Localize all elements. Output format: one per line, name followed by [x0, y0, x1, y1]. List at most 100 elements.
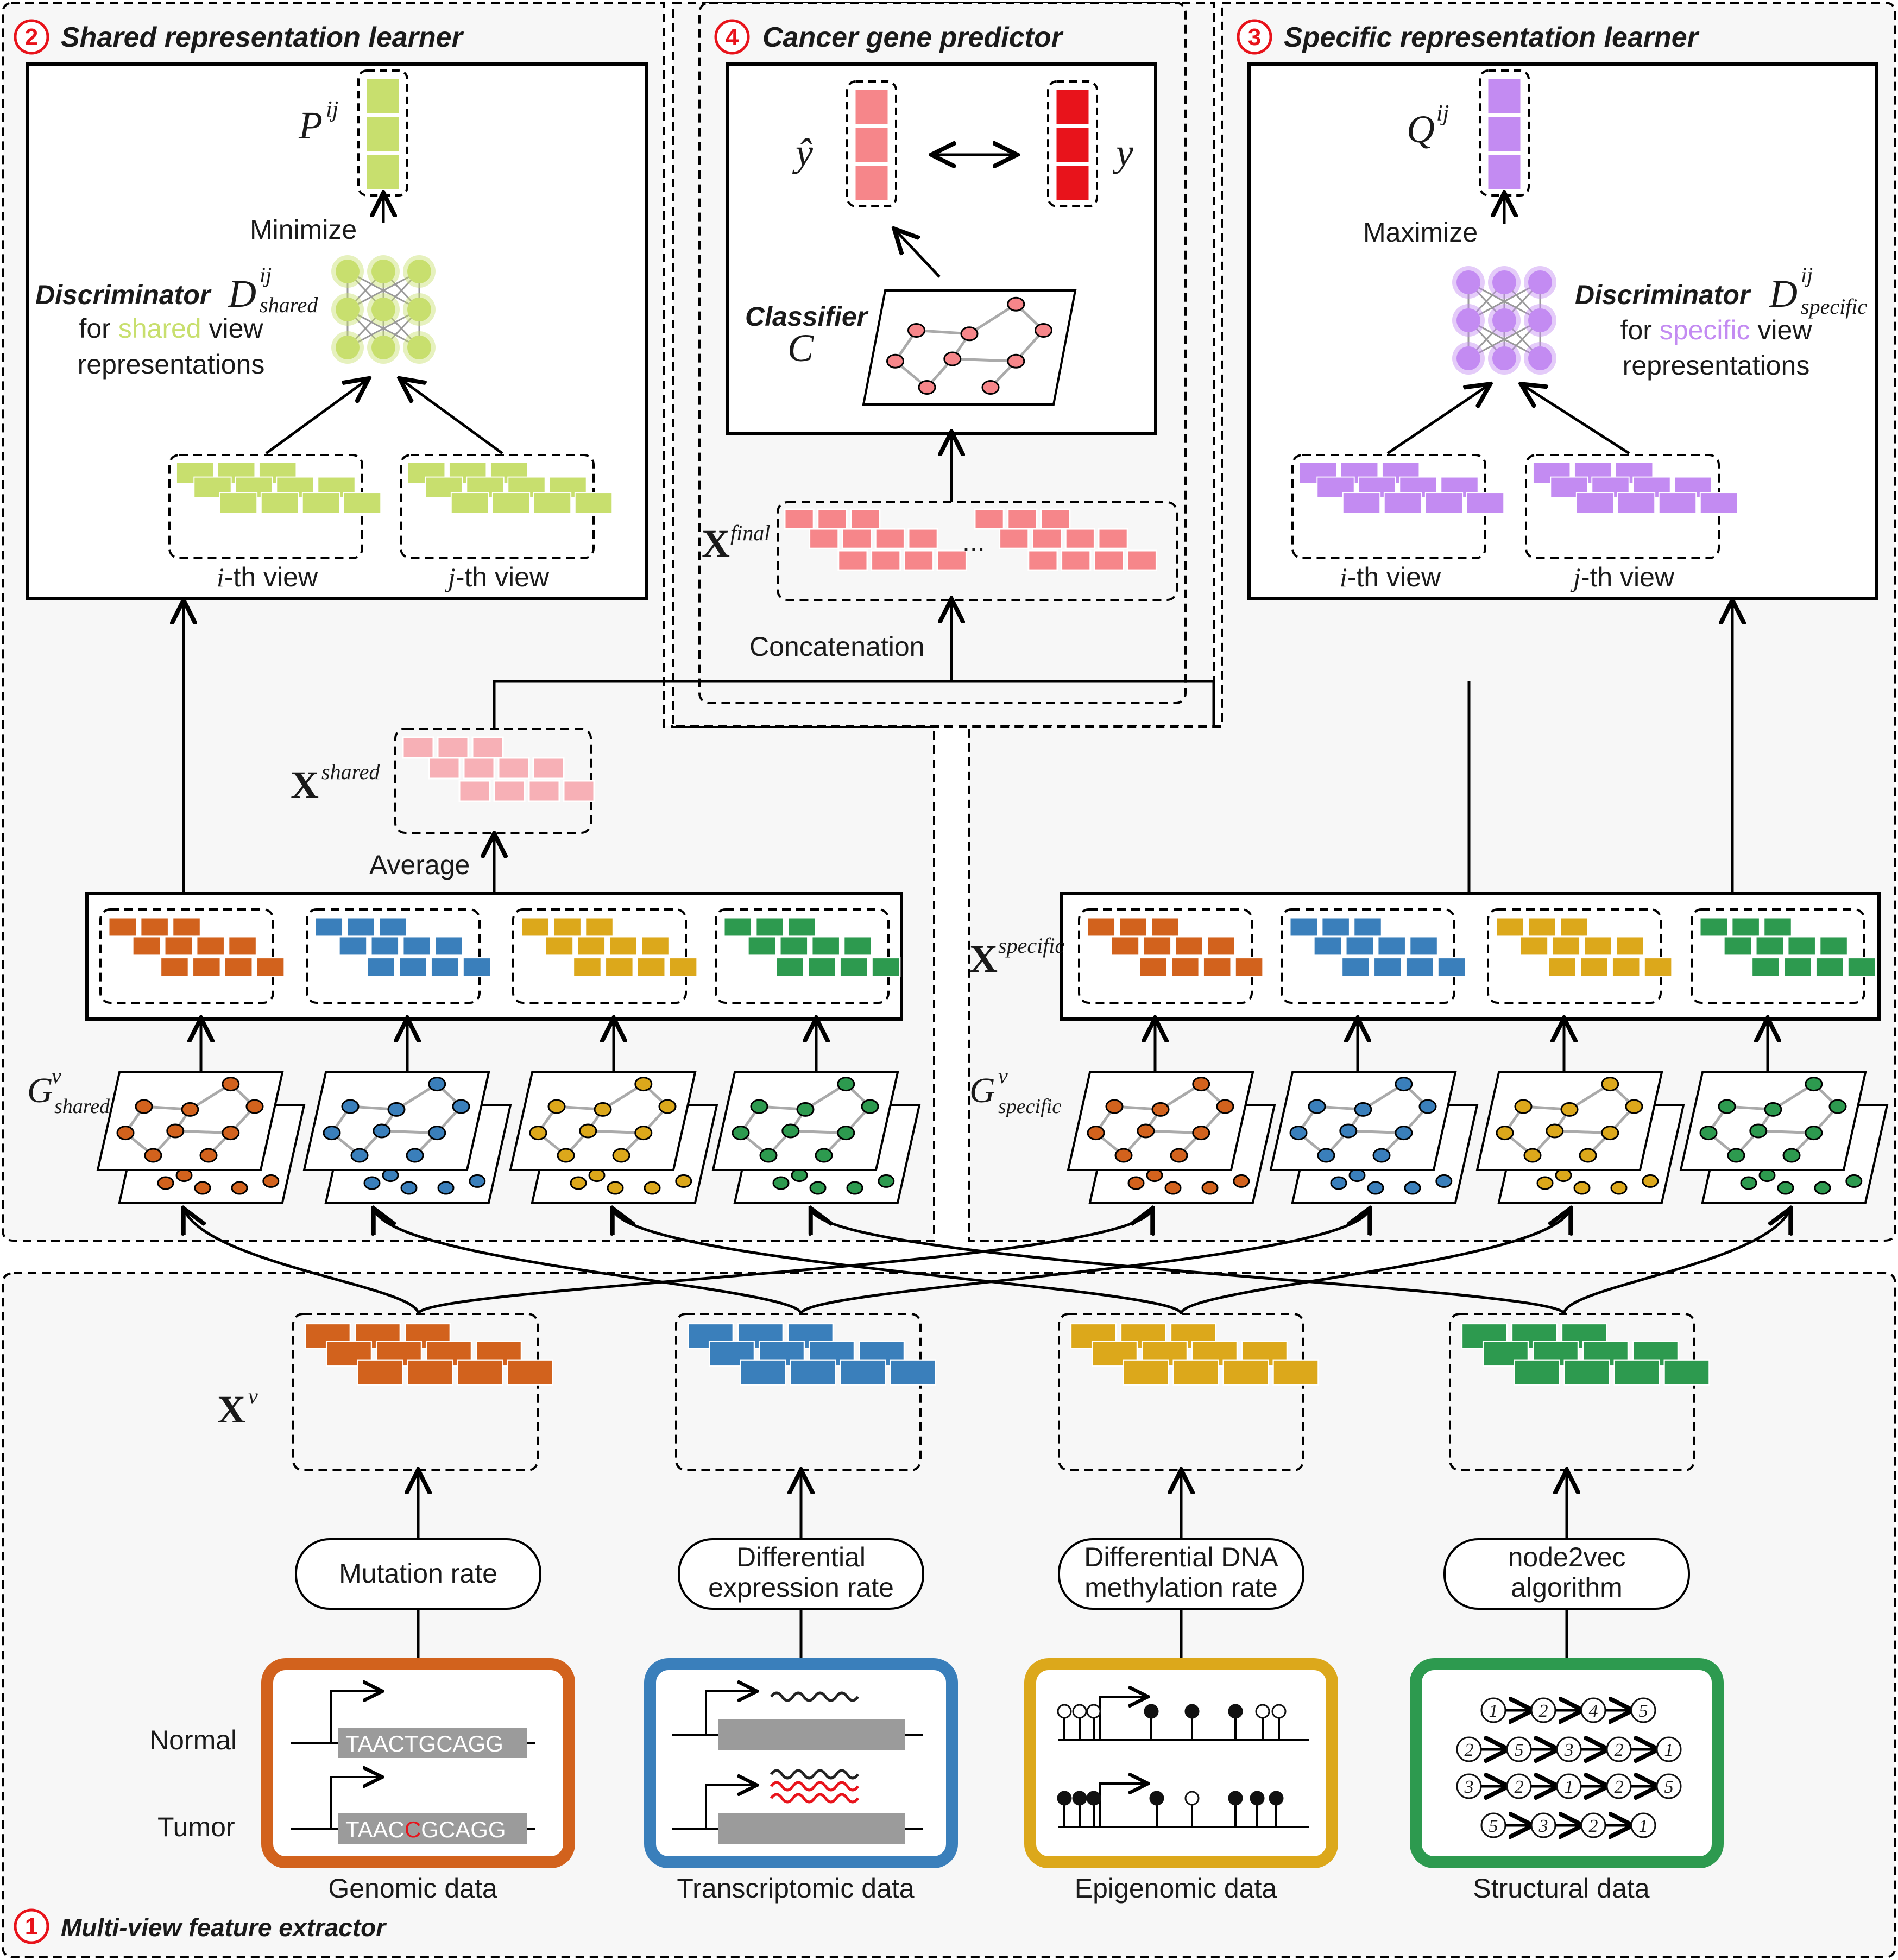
graph-node [1418, 1099, 1437, 1114]
i-view-matrix-specific [1299, 462, 1505, 514]
matrix-cell [850, 508, 881, 530]
graph-edge [381, 1129, 437, 1135]
graph-edge [175, 1129, 231, 1135]
graph-node [222, 1126, 240, 1141]
graph-node [452, 1099, 470, 1114]
graph-node [1546, 1123, 1564, 1139]
x-final-matrix-b [974, 508, 1157, 571]
matrix-cell [1342, 492, 1381, 514]
disc-sup-shared: ij [260, 263, 272, 287]
matrix-cell [811, 935, 841, 957]
graph-node [781, 1123, 800, 1139]
j-rest: -th view [456, 562, 550, 592]
matrix-cell [1575, 492, 1615, 514]
graph-node [1523, 1148, 1542, 1163]
graph-edge [1554, 1129, 1610, 1135]
graph-node [1192, 1126, 1210, 1141]
matrix-cell [1814, 957, 1845, 978]
walk-node-label: 2 [1515, 1777, 1524, 1797]
graph-node [222, 1077, 240, 1092]
average-label: Average [369, 850, 470, 880]
graph-node [658, 1099, 677, 1114]
seq-part-c: GCAGG [421, 1817, 506, 1842]
disc-line3-specific: representations [1623, 350, 1810, 381]
matrix-cell [1321, 916, 1351, 938]
graph-node [1560, 1102, 1579, 1117]
graph-node [861, 1099, 879, 1114]
matrix-cell [1617, 492, 1656, 514]
matrix-cell [1150, 916, 1180, 938]
matrix-cell [1547, 957, 1577, 978]
line2-pre: for [79, 313, 118, 344]
graph-node [1764, 1102, 1782, 1117]
graph-plane [1067, 1071, 1254, 1171]
matrix-cell [790, 1359, 836, 1386]
specific-graph-2 [1475, 1071, 1685, 1204]
promoter-arrow [330, 1777, 380, 1829]
vector-cell [1486, 153, 1522, 191]
arrow-feature-to-specific-graph-1 [799, 1211, 1369, 1315]
graph-node [878, 1174, 895, 1188]
graph-node [1216, 1099, 1234, 1114]
graph-node [1289, 1126, 1308, 1141]
x-final-ellipsis: ... [962, 527, 985, 557]
vector-cell [854, 88, 890, 126]
graph-node [341, 1099, 360, 1114]
network-node [407, 298, 431, 321]
graph-node [428, 1126, 446, 1141]
matrix-cell [1519, 935, 1549, 957]
matrix-cell [604, 957, 634, 978]
matrix-cell [1527, 916, 1557, 938]
graph-node [245, 1099, 264, 1114]
walk-node-label: 5 [1639, 1701, 1648, 1721]
j-rest: -th view [1581, 562, 1675, 592]
specific-view-matrix-2 [1495, 916, 1673, 978]
network-node [336, 260, 360, 283]
sequence-tumor: TAACCGCAGG [345, 1817, 506, 1842]
disc-line3-shared: representations [78, 349, 265, 380]
graph-node [469, 1174, 486, 1188]
matrix-cell [1289, 916, 1319, 938]
mrna-tumor-3 [770, 1793, 860, 1804]
matrix-cell [1643, 957, 1673, 978]
matrix-cell [1118, 916, 1148, 938]
matrix-cell [1699, 916, 1729, 938]
data-type-label-0: Genomic data [328, 1873, 497, 1904]
walk-node-label: 3 [1564, 1740, 1574, 1760]
graph-node [387, 1102, 406, 1117]
matrix-cell [974, 508, 1005, 530]
graph-node [1601, 1126, 1619, 1141]
matrix-cell [1272, 1359, 1319, 1386]
matrix-cell [1174, 935, 1204, 957]
matrix-cell [1699, 492, 1738, 514]
y-label: y [1112, 131, 1133, 174]
matrix-cell [1138, 957, 1168, 978]
matrix-cell [903, 549, 935, 571]
disc-word-specific: Discriminator [1575, 280, 1751, 310]
graph-node [837, 1126, 855, 1141]
matrix-cell [1755, 935, 1785, 957]
arrow-feature-to-shared-graph-3 [812, 1211, 1566, 1315]
matrix-cell [528, 780, 560, 802]
graph-node [166, 1123, 185, 1139]
walk-node-label: 1 [1489, 1701, 1498, 1721]
matrix-cell [1061, 549, 1092, 571]
j-view-label-specific: j-th view [1570, 562, 1675, 592]
graph-node [981, 380, 1000, 395]
q-label: Q [1407, 108, 1435, 151]
graph-node [1201, 1181, 1219, 1195]
data-card-0 [261, 1658, 575, 1868]
matrix-cell [1353, 916, 1383, 938]
graph-node [1573, 1181, 1591, 1195]
matrix-cell [1495, 916, 1525, 938]
mrna-tumor-1 [770, 1769, 860, 1780]
graph-node [1782, 1148, 1801, 1163]
network-node [336, 298, 360, 321]
badge-2: 2 [25, 24, 38, 50]
data-card-1 [644, 1658, 958, 1868]
vector-cell [1055, 88, 1090, 126]
matrix-cell [219, 492, 258, 514]
methylated-site [1072, 1791, 1087, 1806]
graph-node [1339, 1123, 1358, 1139]
matrix-cell [532, 757, 565, 780]
